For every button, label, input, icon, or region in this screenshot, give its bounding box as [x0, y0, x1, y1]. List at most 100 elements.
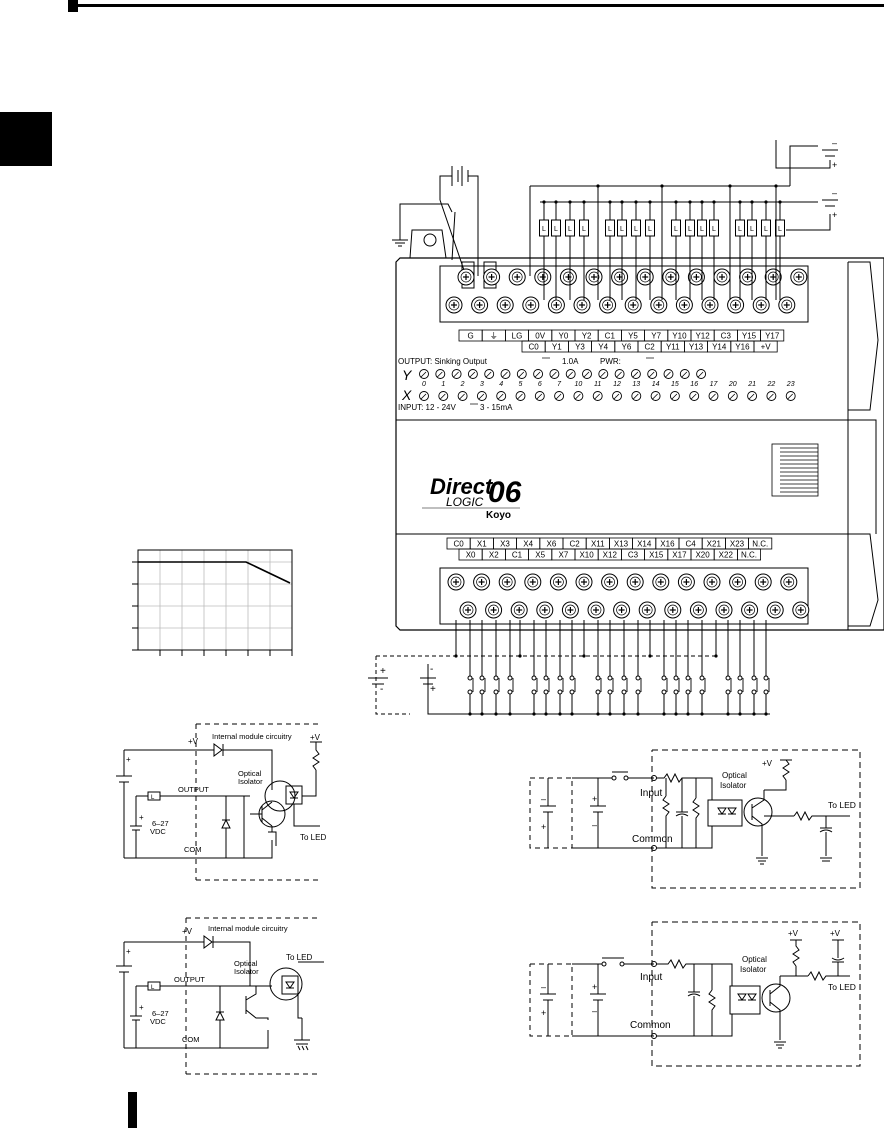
src-plus-v: +V [182, 927, 193, 936]
src-output: OUTPUT [174, 975, 205, 984]
output-current: 1.0A [562, 357, 579, 366]
top-terminal-lower-7-inner [627, 299, 639, 311]
top-labels-row1-label-13: Y17 [765, 332, 780, 341]
top-terminal-lower-9-inner [679, 299, 690, 311]
input-switch-7-top [569, 675, 575, 681]
top-labels-row1-label-7: Y5 [628, 332, 638, 341]
in2-to-led: To LED [828, 982, 856, 992]
x-led-0 [419, 391, 429, 401]
x-led-number-5: 5 [519, 381, 523, 388]
svg-text:–: – [541, 982, 546, 992]
sink-plus-v: +V [188, 737, 199, 746]
in1-common: Common [632, 834, 673, 845]
input-common-node-3 [648, 654, 652, 658]
sink-output: OUTPUT [178, 785, 209, 794]
input-switch-5-top [543, 675, 549, 681]
input-switch-14-node [686, 712, 690, 716]
top-labels-row2-label-2: Y3 [575, 343, 585, 352]
x-led-number-15: 17 [710, 381, 719, 388]
input-switch-17-top [737, 675, 743, 681]
brand-model: 06 [488, 476, 522, 509]
y-led-15-mark [665, 371, 671, 378]
x-led-19-mark [787, 393, 793, 400]
load-3-0-node [738, 200, 742, 204]
bottom-labels-row2-label-6: X12 [603, 551, 618, 560]
top-terminal-lower-11-inner [730, 299, 741, 311]
module-body [395, 257, 884, 631]
y-led-6-mark [518, 371, 525, 378]
bottom-labels-row1-label-1: X1 [477, 540, 487, 549]
load-2-2-node [700, 200, 704, 204]
input-switch-18-node [752, 712, 756, 716]
y-led-9-mark [567, 371, 573, 378]
input-switch-13-top [673, 675, 679, 681]
bottom-labels-row1-label-10: C4 [685, 540, 696, 549]
in1-plus-v: +V [762, 759, 773, 768]
y-led-4 [484, 369, 495, 379]
sink-internal: Internal module circuitry [212, 732, 292, 741]
bottom-terminal-lower-10-inner [718, 604, 730, 616]
x-led-number-0: 0 [422, 381, 426, 388]
top-labels-row1-label-3: 0V [535, 332, 545, 341]
x-led-16-mark [729, 393, 736, 400]
y-led-13-mark [632, 371, 639, 378]
input-switch-2-top [493, 675, 499, 681]
bottom-terminal-upper-9-inner [681, 576, 692, 588]
supply-2-plus: + [832, 210, 837, 220]
svg-text:–: – [541, 794, 546, 804]
top-labels-row2-label-6: Y11 [666, 343, 680, 352]
y-led-11-mark [600, 371, 606, 378]
bottom-labels-row2-label-10: X20 [695, 551, 710, 560]
x-led-2-mark [459, 393, 465, 400]
load-1-3-node [648, 200, 652, 204]
load-2-0-node [674, 200, 678, 204]
in-supply-sign-1: - [380, 684, 383, 695]
bottom-labels-row2-label-1: X2 [489, 551, 499, 560]
bottom-labels-row1-label-7: X13 [614, 540, 629, 549]
bottom-terminal-upper-5-inner [578, 576, 590, 588]
top-labels-row2-label-7: Y13 [689, 343, 704, 352]
x-led-number-1: 1 [441, 381, 445, 388]
x-led-number-7: 7 [557, 381, 562, 388]
input-switch-15-top [699, 675, 705, 681]
load-0-0-label: L [542, 226, 546, 233]
load-0-1-label: L [554, 226, 558, 233]
x-led-number-16: 20 [728, 381, 737, 388]
svg-text:+: + [541, 822, 546, 832]
input-switch-9-top [607, 675, 613, 681]
load-3-1-label: L [750, 226, 754, 233]
bottom-terminal-upper-10-inner [706, 576, 718, 588]
y-led-8-mark [551, 371, 557, 378]
y-led-2-mark [453, 371, 459, 378]
load-0-1-node [554, 200, 558, 204]
x-led-0-mark [420, 393, 427, 400]
bottom-labels-row2-label-12: N.C. [741, 551, 757, 560]
input-switch-1-top [479, 675, 485, 681]
x-led-number-2: 2 [460, 381, 465, 388]
top-terminal-upper-10-inner [716, 271, 728, 283]
x-led-18-mark [768, 393, 774, 400]
input-switch-3-node [508, 712, 512, 716]
x-led-5-mark [517, 393, 523, 400]
in2-optical: Optical [742, 955, 767, 964]
top-labels-row2-label-9: Y16 [735, 343, 750, 352]
load-2-1-label: L [688, 226, 692, 233]
input-switch-2-node [494, 712, 498, 716]
top-terminal-upper-3-inner [537, 271, 549, 283]
input-switch-9-node [608, 712, 612, 716]
top-terminal-lower-1-inner [474, 299, 485, 311]
top-terminal-upper-9-inner [691, 271, 702, 283]
y-led-16 [679, 369, 690, 379]
bottom-terminal-upper-0-inner [450, 576, 462, 588]
in2-plus-v-1: +V [788, 929, 799, 938]
supply-2-minus: – [832, 188, 837, 198]
input-switch-16-node [726, 712, 730, 716]
x-led-19 [785, 391, 796, 401]
x-led-number-18: 22 [767, 381, 776, 388]
footer-marker [128, 1092, 137, 1128]
sink-vdc: VDC [150, 827, 166, 836]
bottom-labels-row1-label-9: X16 [660, 540, 675, 549]
bottom-terminal-lower-9-inner [693, 604, 704, 616]
bottom-terminal-lower-8-inner [667, 604, 679, 616]
